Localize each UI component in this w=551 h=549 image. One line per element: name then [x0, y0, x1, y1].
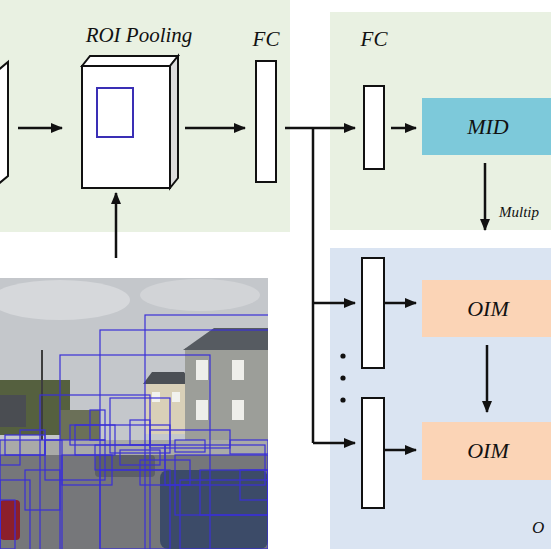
plane-side-face: [170, 56, 178, 188]
stage-heading: FC: [236, 27, 296, 52]
plane-front-face: [82, 66, 170, 188]
fc-vector: FC: [363, 85, 385, 170]
flow-arrow: [384, 302, 416, 305]
flow-arrow: [18, 127, 62, 130]
fc-vector: [362, 398, 384, 508]
flow-arrow: [486, 345, 489, 412]
ellipsis-dot: [340, 375, 345, 380]
oim-module: OIM: [422, 280, 551, 337]
flow-arrow: [391, 127, 416, 130]
oim-panel: O OIM OIM: [330, 248, 551, 549]
flow-arrow: [115, 193, 118, 258]
flow-arrow: [313, 302, 355, 305]
module-label: MID: [467, 114, 509, 140]
street-photo: [0, 278, 268, 549]
stage-panel: [330, 12, 551, 230]
stage-heading: FC: [344, 27, 404, 52]
ellipsis-dot: [340, 353, 345, 358]
roi-pooling-map: ROI Pooling: [82, 56, 178, 188]
fc-vector: [362, 258, 384, 368]
branch-line: [312, 128, 315, 443]
stage-heading: ROI Pooling: [74, 23, 204, 48]
panel-caption: O: [532, 518, 544, 538]
module-label: OIM: [467, 438, 509, 464]
mid-module: MID: [422, 98, 551, 155]
pooling-plane-shape: [82, 56, 178, 188]
flow-arrow: [185, 127, 245, 130]
connector-group: [185, 128, 487, 412]
flow-arrow: [313, 442, 355, 445]
flow-arrow: [285, 127, 355, 130]
stage-panel: [0, 0, 290, 232]
feature-map-block: [0, 62, 8, 186]
fc-vector: FC: [255, 60, 277, 183]
ellipsis-dot: [340, 397, 345, 402]
plane-top-face: [82, 56, 178, 66]
roi-region: [97, 88, 133, 137]
module-label: OIM: [467, 296, 509, 322]
flow-arrow: [384, 449, 416, 452]
flow-arrow: [484, 163, 487, 230]
edge-label: Multip: [499, 204, 539, 221]
oim-module: OIM: [422, 422, 551, 480]
